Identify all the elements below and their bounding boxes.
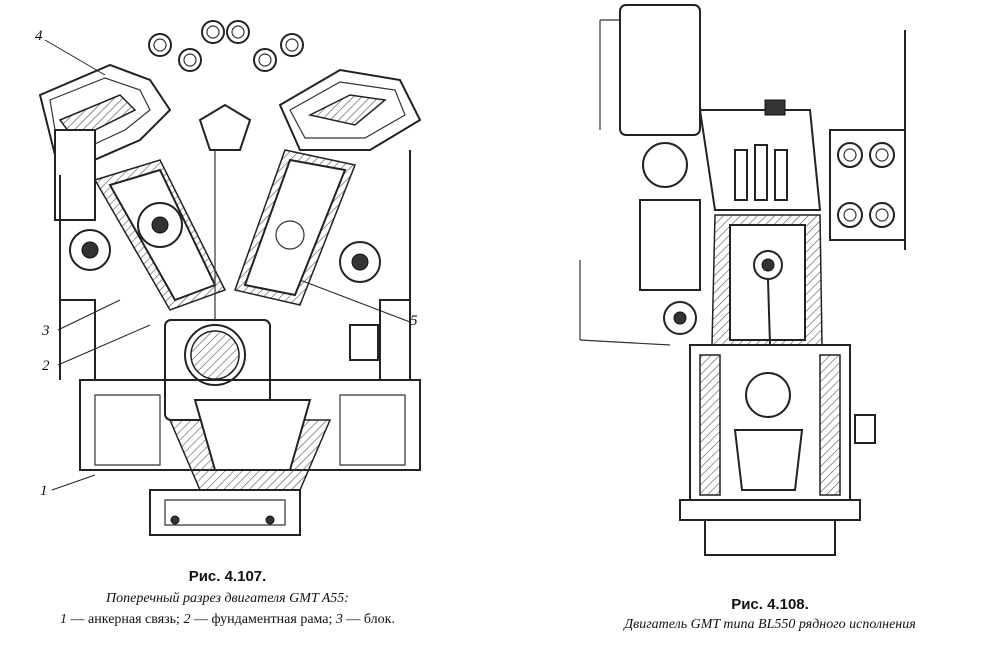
legend-text-1: анкерная связь; bbox=[88, 612, 180, 627]
callout-4: 4 bbox=[35, 28, 43, 44]
callout-2: 2 bbox=[42, 358, 50, 374]
legend-num-1: 1 bbox=[60, 612, 68, 627]
callout-1: 1 bbox=[40, 483, 48, 499]
figure-number: Рис. 4.108. bbox=[731, 596, 809, 613]
caption-line: Двигатель GMT типа BL550 рядного исполне… bbox=[624, 617, 916, 632]
figure-4-107: 4 3 2 5 1 Рис. 4.107. Поперечный разрез … bbox=[0, 20, 455, 627]
inline-engine-drawing bbox=[579, 4, 906, 556]
figure-caption: Двигатель GMT типа BL550 рядного исполне… bbox=[540, 617, 1000, 633]
legend-text-3: блок. bbox=[363, 612, 395, 627]
callout-3: 3 bbox=[41, 323, 50, 339]
callout-5: 5 bbox=[410, 313, 418, 329]
legend-text-2: фундаментная рама; bbox=[211, 612, 333, 627]
figure-legend: 1 — анкерная связь; 2 — фундаментная рам… bbox=[60, 612, 395, 627]
figure-number: Рис. 4.107. bbox=[188, 568, 267, 585]
exhaust-manifolds bbox=[148, 20, 304, 72]
legend-num-3: 3 bbox=[335, 612, 343, 627]
figure-4-108: Рис. 4.108. Двигатель GMT типа BL550 ряд… bbox=[540, 0, 1000, 650]
v-engine-cross-section-drawing: 4 3 2 5 1 bbox=[35, 20, 422, 536]
figure-caption: Поперечный разрез двигателя GMT A55: bbox=[0, 591, 455, 607]
caption-line: Поперечный разрез двигателя GMT A55: bbox=[106, 591, 349, 606]
legend-num-2: 2 bbox=[183, 612, 191, 627]
